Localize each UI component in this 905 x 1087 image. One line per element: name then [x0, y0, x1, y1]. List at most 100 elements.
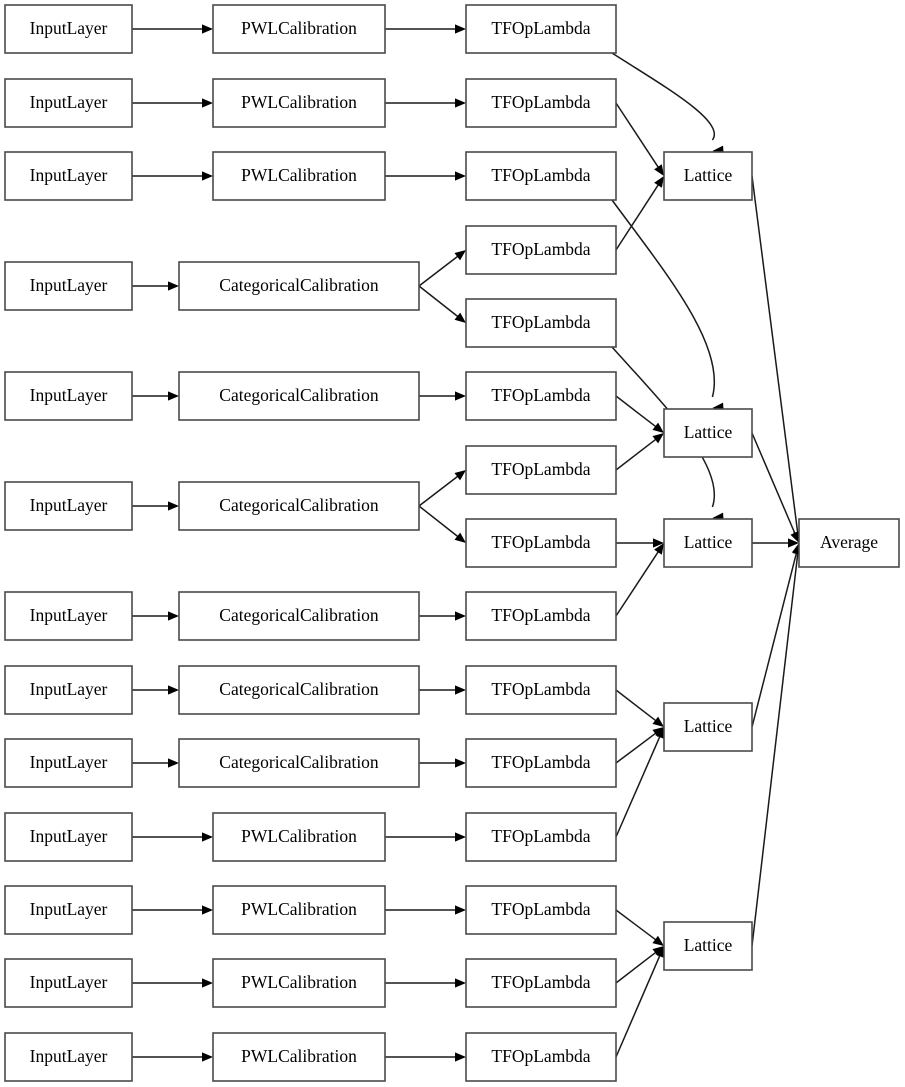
node-box[interactable]	[465, 4, 617, 54]
node-box[interactable]	[465, 738, 617, 788]
node-tfop-lambda-op14[interactable]: TFOpLambda	[465, 958, 617, 1008]
node-box[interactable]	[663, 702, 753, 752]
node-box[interactable]	[212, 885, 386, 935]
node-tfop-lambda-op7[interactable]: TFOpLambda	[465, 445, 617, 495]
node-input-layer-in2[interactable]: InputLayer	[4, 78, 133, 128]
node-pwlcalibration-cal3[interactable]: PWLCalibration	[212, 151, 386, 201]
node-box[interactable]	[178, 371, 420, 421]
node-box[interactable]	[663, 518, 753, 568]
node-box[interactable]	[178, 261, 420, 311]
node-input-layer-in8[interactable]: InputLayer	[4, 665, 133, 715]
node-input-layer-in11[interactable]: InputLayer	[4, 885, 133, 935]
node-box[interactable]	[212, 78, 386, 128]
node-box[interactable]	[798, 518, 900, 568]
node-tfop-lambda-op6[interactable]: TFOpLambda	[465, 371, 617, 421]
node-input-layer-in6[interactable]: InputLayer	[4, 481, 133, 531]
node-categorical-calibration-cal8[interactable]: CategoricalCalibration	[178, 665, 420, 715]
node-input-layer-in7[interactable]: InputLayer	[4, 591, 133, 641]
node-box[interactable]	[465, 225, 617, 275]
arrow-head	[455, 832, 466, 842]
node-box[interactable]	[4, 481, 133, 531]
node-pwlcalibration-cal10[interactable]: PWLCalibration	[212, 812, 386, 862]
node-box[interactable]	[4, 261, 133, 311]
node-tfop-lambda-op9[interactable]: TFOpLambda	[465, 591, 617, 641]
node-pwlcalibration-cal13[interactable]: PWLCalibration	[212, 1032, 386, 1082]
node-box[interactable]	[465, 1032, 617, 1082]
node-box[interactable]	[212, 1032, 386, 1082]
node-tfop-lambda-op1[interactable]: TFOpLambda	[465, 4, 617, 54]
node-tfop-lambda-op10[interactable]: TFOpLambda	[465, 665, 617, 715]
node-lattice-lat2[interactable]: Lattice	[663, 408, 753, 458]
node-categorical-calibration-cal7[interactable]: CategoricalCalibration	[178, 591, 420, 641]
node-pwlcalibration-cal2[interactable]: PWLCalibration	[212, 78, 386, 128]
node-box[interactable]	[178, 665, 420, 715]
node-box[interactable]	[4, 958, 133, 1008]
node-box[interactable]	[212, 4, 386, 54]
node-categorical-calibration-cal6[interactable]: CategoricalCalibration	[178, 481, 420, 531]
node-box[interactable]	[212, 151, 386, 201]
node-tfop-lambda-op8[interactable]: TFOpLambda	[465, 518, 617, 568]
node-box[interactable]	[4, 4, 133, 54]
node-tfop-lambda-op15[interactable]: TFOpLambda	[465, 1032, 617, 1082]
node-box[interactable]	[4, 738, 133, 788]
node-box[interactable]	[4, 591, 133, 641]
node-tfop-lambda-op12[interactable]: TFOpLambda	[465, 812, 617, 862]
node-box[interactable]	[4, 812, 133, 862]
arrow-head	[202, 1052, 213, 1062]
node-categorical-calibration-cal9[interactable]: CategoricalCalibration	[178, 738, 420, 788]
node-box[interactable]	[4, 371, 133, 421]
node-categorical-calibration-cal5[interactable]: CategoricalCalibration	[178, 371, 420, 421]
node-categorical-calibration-cal4[interactable]: CategoricalCalibration	[178, 261, 420, 311]
node-lattice-lat5[interactable]: Lattice	[663, 921, 753, 971]
node-box[interactable]	[212, 958, 386, 1008]
node-box[interactable]	[465, 445, 617, 495]
arrow-head	[652, 433, 664, 444]
node-box[interactable]	[4, 151, 133, 201]
node-tfop-lambda-op4[interactable]: TFOpLambda	[465, 225, 617, 275]
node-box[interactable]	[212, 812, 386, 862]
node-box[interactable]	[4, 1032, 133, 1082]
node-box[interactable]	[465, 518, 617, 568]
node-tfop-lambda-op5[interactable]: TFOpLambda	[465, 298, 617, 348]
node-box[interactable]	[178, 481, 420, 531]
node-pwlcalibration-cal12[interactable]: PWLCalibration	[212, 958, 386, 1008]
node-box[interactable]	[465, 812, 617, 862]
edge-in2-to-cal2	[132, 98, 213, 108]
node-input-layer-in3[interactable]: InputLayer	[4, 151, 133, 201]
node-box[interactable]	[465, 78, 617, 128]
node-lattice-lat3[interactable]: Lattice	[663, 518, 753, 568]
node-box[interactable]	[465, 958, 617, 1008]
node-average-avg[interactable]: Average	[798, 518, 900, 568]
node-lattice-lat4[interactable]: Lattice	[663, 702, 753, 752]
node-box[interactable]	[465, 298, 617, 348]
node-box[interactable]	[4, 665, 133, 715]
node-box[interactable]	[465, 151, 617, 201]
node-input-layer-in10[interactable]: InputLayer	[4, 812, 133, 862]
node-box[interactable]	[178, 591, 420, 641]
node-input-layer-in9[interactable]: InputLayer	[4, 738, 133, 788]
node-pwlcalibration-cal11[interactable]: PWLCalibration	[212, 885, 386, 935]
edge-in10-to-cal10	[132, 832, 213, 842]
node-input-layer-in1[interactable]: InputLayer	[4, 4, 133, 54]
node-box[interactable]	[4, 78, 133, 128]
node-box[interactable]	[663, 151, 753, 201]
node-box[interactable]	[465, 885, 617, 935]
node-tfop-lambda-op2[interactable]: TFOpLambda	[465, 78, 617, 128]
node-box[interactable]	[465, 591, 617, 641]
node-tfop-lambda-op3[interactable]: TFOpLambda	[465, 151, 617, 201]
node-box[interactable]	[465, 371, 617, 421]
node-input-layer-in4[interactable]: InputLayer	[4, 261, 133, 311]
node-lattice-lat1[interactable]: Lattice	[663, 151, 753, 201]
node-box[interactable]	[178, 738, 420, 788]
node-box[interactable]	[663, 921, 753, 971]
node-box[interactable]	[663, 408, 753, 458]
node-input-layer-in13[interactable]: InputLayer	[4, 1032, 133, 1082]
node-pwlcalibration-cal1[interactable]: PWLCalibration	[212, 4, 386, 54]
node-box[interactable]	[465, 665, 617, 715]
node-tfop-lambda-op13[interactable]: TFOpLambda	[465, 885, 617, 935]
node-input-layer-in5[interactable]: InputLayer	[4, 371, 133, 421]
arrow-head	[455, 758, 466, 768]
node-tfop-lambda-op11[interactable]: TFOpLambda	[465, 738, 617, 788]
node-input-layer-in12[interactable]: InputLayer	[4, 958, 133, 1008]
node-box[interactable]	[4, 885, 133, 935]
